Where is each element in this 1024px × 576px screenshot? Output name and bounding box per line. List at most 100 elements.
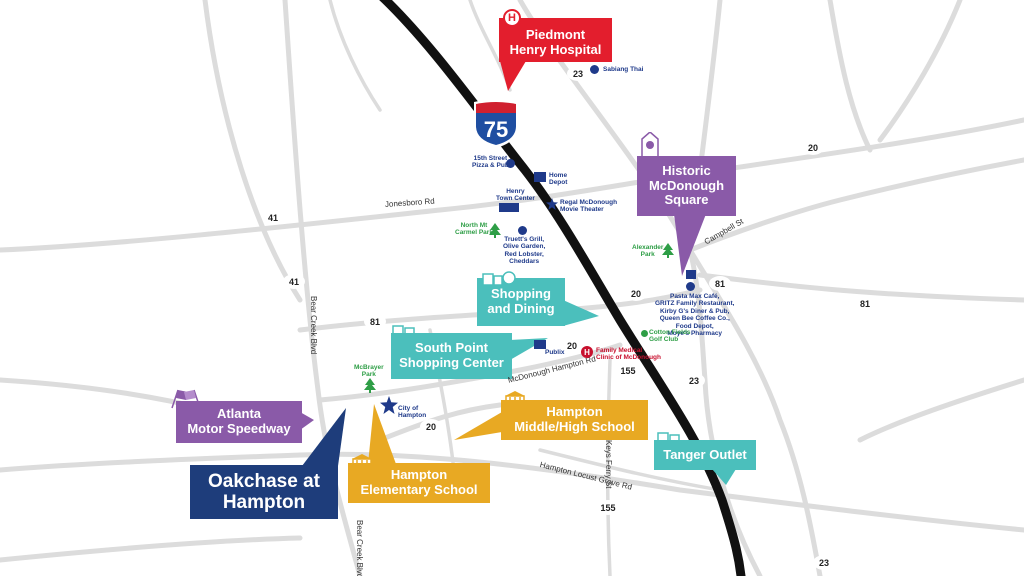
park-tree-icon — [489, 223, 501, 238]
square-shopping-icon — [686, 270, 696, 279]
poi-pizza-line2: Pizza & Pub — [472, 162, 509, 170]
poi-home-depot: Home Depot — [549, 172, 567, 187]
poi-family-medical-clinic: Family Medical Clinic of McDonough — [596, 347, 661, 362]
henry-town-center-shopping-icon — [499, 203, 519, 212]
route-20-shield-center: 20 — [625, 286, 647, 301]
hospital-marker-letter: H — [508, 12, 516, 24]
route-81-shield-east: 81 — [854, 296, 876, 311]
route-23-shield: 23 — [567, 66, 589, 81]
route-81-shield-west: 81 — [364, 314, 386, 329]
poi-carmel-line2: Carmel Park — [455, 229, 493, 237]
oakchase-label-line1: Oakchase at — [208, 470, 320, 492]
poi-city-line2: Hampton — [398, 412, 427, 420]
oakchase-callout: Oakchase at Hampton — [190, 465, 338, 519]
poi-sabiang-thai: Sabiang Thai — [603, 66, 644, 73]
poi-clinic-line1: Family Medical — [596, 347, 643, 354]
clinic-hospital-icon: H — [581, 346, 593, 358]
southpoint-label-line2: Shopping Center — [399, 355, 504, 370]
poi-restaurants-line1: Truett's Grill, — [504, 236, 545, 243]
truetts-restaurant-icon — [518, 226, 527, 235]
poi-restaurants-line4: Cheddars — [509, 258, 540, 266]
elementary-callout: Hampton Elementary School — [348, 463, 490, 503]
historic-label-line1: Historic — [662, 163, 711, 179]
poi-city-of-hampton: City of Hampton — [398, 405, 426, 420]
poi-square-line6: Moye's Pharmacy — [667, 330, 723, 338]
poi-carmel-line1: North Mt — [460, 222, 488, 229]
poi-regal-line2: Movie Theater — [560, 206, 604, 214]
interstate-shield-icon: 75 — [474, 99, 518, 148]
city-hall-star-icon — [380, 396, 398, 414]
poi-regal-movie-theater: Regal McDonough Movie Theater — [560, 199, 617, 214]
shopping-dining-callout: Shopping and Dining — [477, 278, 565, 326]
oakchase-callout-tail — [302, 408, 346, 466]
speedway-label-line1: Atlanta — [216, 406, 262, 422]
hampton-school-callout-tail — [454, 412, 502, 440]
poi-city-line1: City of — [398, 405, 419, 412]
poi-regal-line1: Regal McDonough — [560, 199, 618, 206]
shopping-label-line1: Shopping — [491, 286, 551, 302]
shopping-bag-icon — [482, 271, 516, 286]
shopping-label-line2: and Dining — [487, 301, 555, 316]
poi-north-mt-carmel-park: North Mt Carmel Park — [455, 222, 493, 237]
southpoint-label-line1: South Point — [415, 340, 488, 356]
poi-square-line2: GRITZ Family Restaurant, — [655, 300, 735, 308]
alexander-park-tree-icon — [662, 243, 674, 258]
poi-square-line3: Kirby G's Diner & Pub, — [660, 307, 730, 315]
interstate-number: 75 — [484, 117, 508, 142]
route-41-shield-south: 41 — [283, 274, 305, 289]
poi-restaurants-list: Truett's Grill, Olive Garden, Red Lobste… — [503, 236, 545, 266]
oakchase-label-line2: Hampton — [222, 492, 306, 513]
poi-cotton-line1: Cotton Fields — [649, 329, 691, 336]
route-155-shield: 155 — [617, 363, 639, 378]
poi-henry-line1: Henry — [506, 188, 525, 195]
historic-label-line2: McDonough — [648, 177, 725, 193]
poi-alexander-line1: Alexander — [632, 244, 664, 251]
poi-restaurants-line2: Olive Garden, — [503, 243, 546, 251]
square-restaurant-icon — [686, 282, 695, 291]
poi-mcbrayer-line1: McBrayer — [354, 364, 384, 371]
hospital-label-line2: Henry Hospital — [509, 42, 602, 57]
movie-theater-star-icon — [546, 198, 558, 210]
route-155-shield-south: 155 — [597, 500, 619, 515]
poi-15th-street-pizza: 15th Street Pizza & Pub — [472, 155, 509, 170]
poi-cotton-fields-golf-club: Cotton Fields Golf Club — [649, 329, 691, 344]
poi-square-line1: Pasta Max Café, — [669, 293, 720, 300]
poi-square-line5: Food Depot, — [675, 322, 714, 330]
hospital-label-line1: Piedmont — [525, 27, 586, 43]
poi-alexander-line2: Park — [640, 251, 655, 259]
poi-mcbrayer-park: McBrayer Park — [354, 364, 384, 379]
restaurant-icon — [590, 65, 599, 74]
poi-alexander-park: Alexander Park — [632, 244, 663, 259]
mcbrayer-park-tree-icon — [364, 378, 376, 393]
tanger-callout-tail — [712, 469, 736, 485]
speedway-callout-tail — [300, 412, 314, 430]
poi-square-line4: Queen Bee Coffee Co., — [659, 315, 730, 323]
elementary-label-line2: Elementary School — [360, 482, 478, 497]
historic-square-callout: Historic McDonough Square — [637, 156, 736, 216]
shopping-callout-tail — [563, 300, 599, 326]
route-23-shield-south: 23 — [813, 555, 835, 570]
hospital-callout-tail — [500, 61, 526, 91]
pizza-restaurant-icon — [506, 159, 515, 168]
poi-restaurants-line3: Red Lobster, — [504, 250, 544, 258]
hampton-school-label-line2: Middle/High School — [514, 419, 635, 434]
route-23-shield-mid: 23 — [683, 373, 705, 388]
home-depot-shopping-icon — [534, 172, 546, 182]
poi-henry-line2: Town Center — [496, 195, 535, 203]
hospital-marker-icon: H — [503, 9, 521, 27]
hampton-school-label-line1: Hampton — [546, 404, 603, 420]
poi-publix: Publix — [545, 349, 565, 356]
route-41-shield: 41 — [262, 210, 284, 225]
tanger-label: Tanger Outlet — [663, 446, 747, 462]
interstate-75-highway — [379, 0, 746, 576]
poi-cotton-line2: Golf Club — [649, 336, 679, 344]
route-20-shield-small: 20 — [561, 338, 583, 353]
south-point-callout: South Point Shopping Center — [391, 333, 512, 379]
elementary-label-line1: Hampton — [390, 467, 448, 483]
hospital-callout: Piedmont Henry Hospital — [499, 18, 612, 62]
poi-home-depot-line1: Home — [549, 172, 568, 179]
golf-club-icon — [641, 330, 648, 337]
elementary-callout-tail — [368, 404, 396, 464]
historic-label-line3: Square — [664, 192, 709, 208]
